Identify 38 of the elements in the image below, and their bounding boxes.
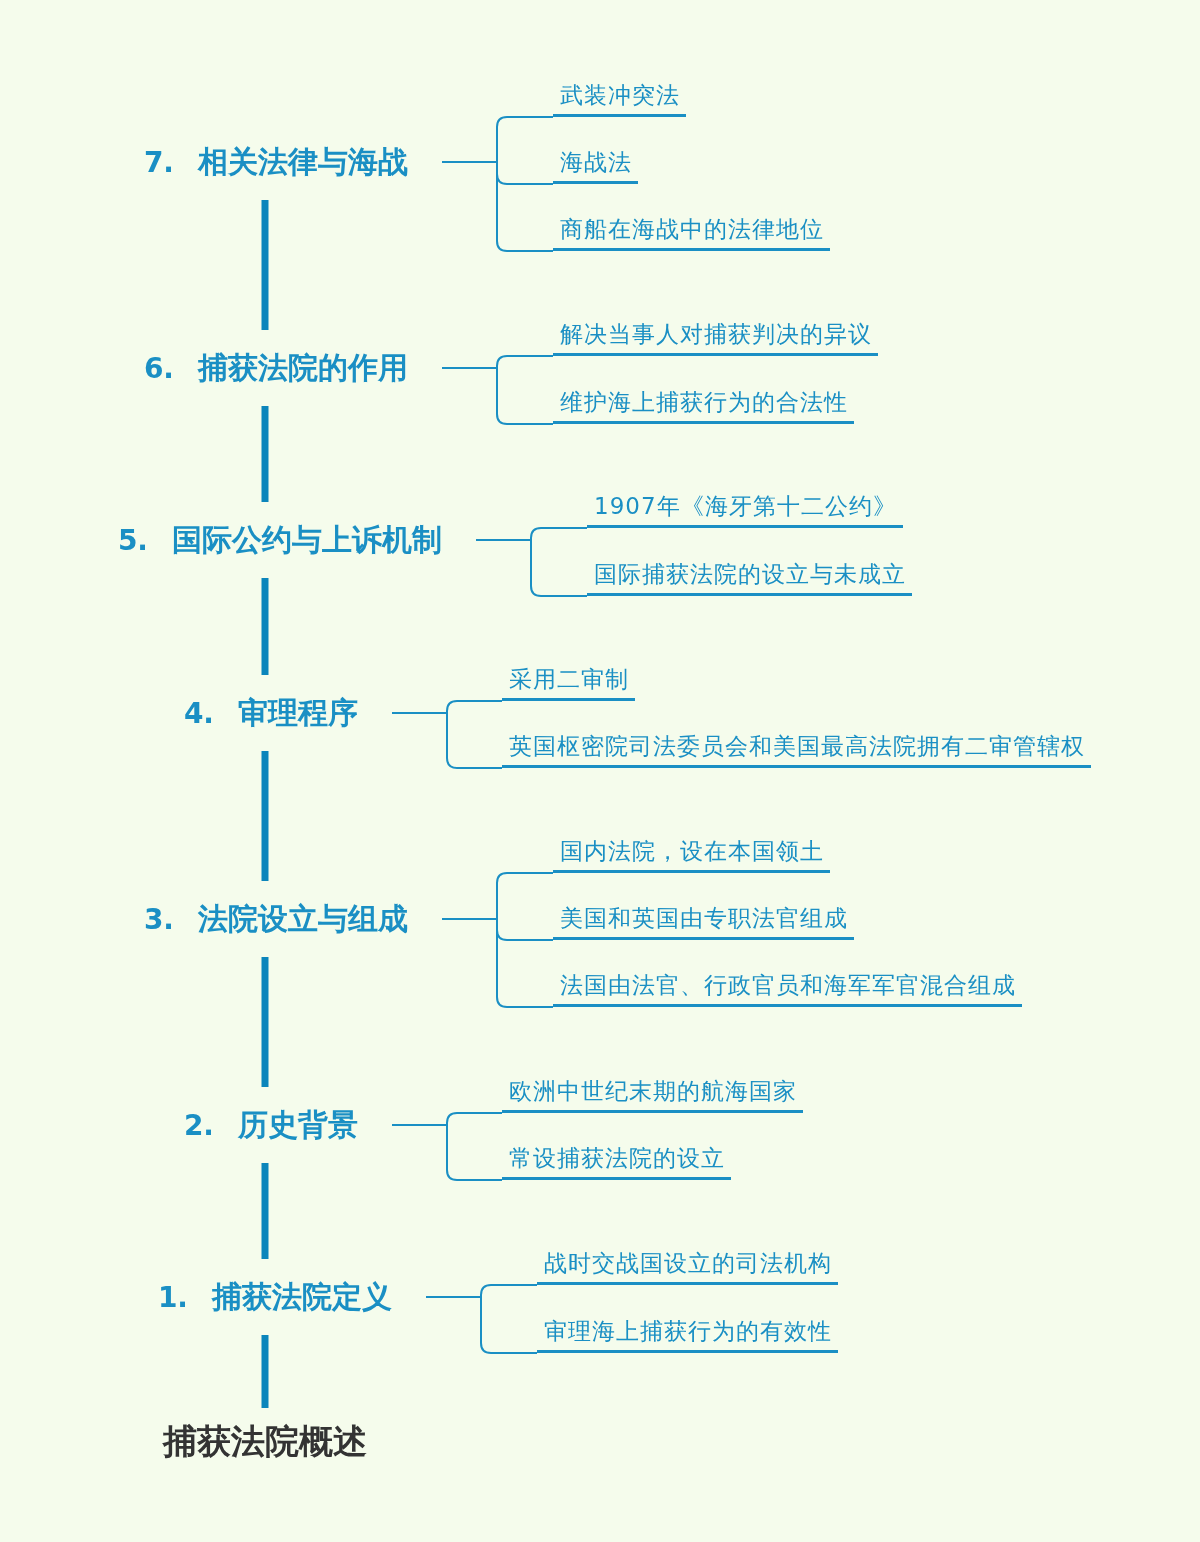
branch-connector xyxy=(441,161,554,252)
branch-connector xyxy=(391,712,503,769)
topic-heading: 捕获法院定义 xyxy=(212,1276,392,1318)
root-title: 捕获法院概述 xyxy=(130,1408,400,1476)
branch-item: 武装冲突法 xyxy=(553,80,686,117)
topic-heading: 历史背景 xyxy=(238,1104,358,1146)
topic-number: 5. xyxy=(117,523,148,557)
branch-item: 英国枢密院司法委员会和美国最高法院拥有二审管辖权 xyxy=(502,731,1091,768)
branch-item: 海战法 xyxy=(553,147,638,184)
topic-number: 1. xyxy=(157,1280,188,1314)
topic-heading: 法院设立与组成 xyxy=(198,898,408,940)
branch-item: 维护海上捕获行为的合法性 xyxy=(553,387,854,424)
branch-connector xyxy=(425,1296,538,1354)
branch-item: 国内法院，设在本国领土 xyxy=(553,836,830,873)
topic-number: 3. xyxy=(143,902,174,936)
branch-item: 法国由法官、行政官员和海军军官混合组成 xyxy=(553,970,1022,1007)
branch-item: 采用二审制 xyxy=(502,664,635,701)
topic-number: 7. xyxy=(143,145,174,179)
topic-heading: 捕获法院的作用 xyxy=(198,347,408,389)
topic-number: 4. xyxy=(183,696,214,730)
branch-connector xyxy=(475,539,588,597)
topic-heading: 相关法律与海战 xyxy=(198,141,408,183)
topic-heading: 国际公约与上诉机制 xyxy=(172,519,442,561)
branch-connector xyxy=(441,367,554,425)
topic-number: 2. xyxy=(183,1108,214,1142)
branch-connector xyxy=(391,1124,503,1181)
branch-item: 美国和英国由专职法官组成 xyxy=(553,903,854,940)
topic-number: 6. xyxy=(143,351,174,385)
branch-item: 常设捕获法院的设立 xyxy=(502,1143,731,1180)
branch-connector xyxy=(441,918,554,1008)
branch-item: 1907年《海牙第十二公约》 xyxy=(587,491,903,528)
branch-item: 国际捕获法院的设立与未成立 xyxy=(587,559,912,596)
branch-item: 商船在海战中的法律地位 xyxy=(553,214,830,251)
branch-item: 解决当事人对捕获判决的异议 xyxy=(553,319,878,356)
topic-heading: 审理程序 xyxy=(238,692,358,734)
branch-item: 战时交战国设立的司法机构 xyxy=(537,1248,838,1285)
branch-item: 审理海上捕获行为的有效性 xyxy=(537,1316,838,1353)
branch-item: 欧洲中世纪末期的航海国家 xyxy=(502,1076,803,1113)
